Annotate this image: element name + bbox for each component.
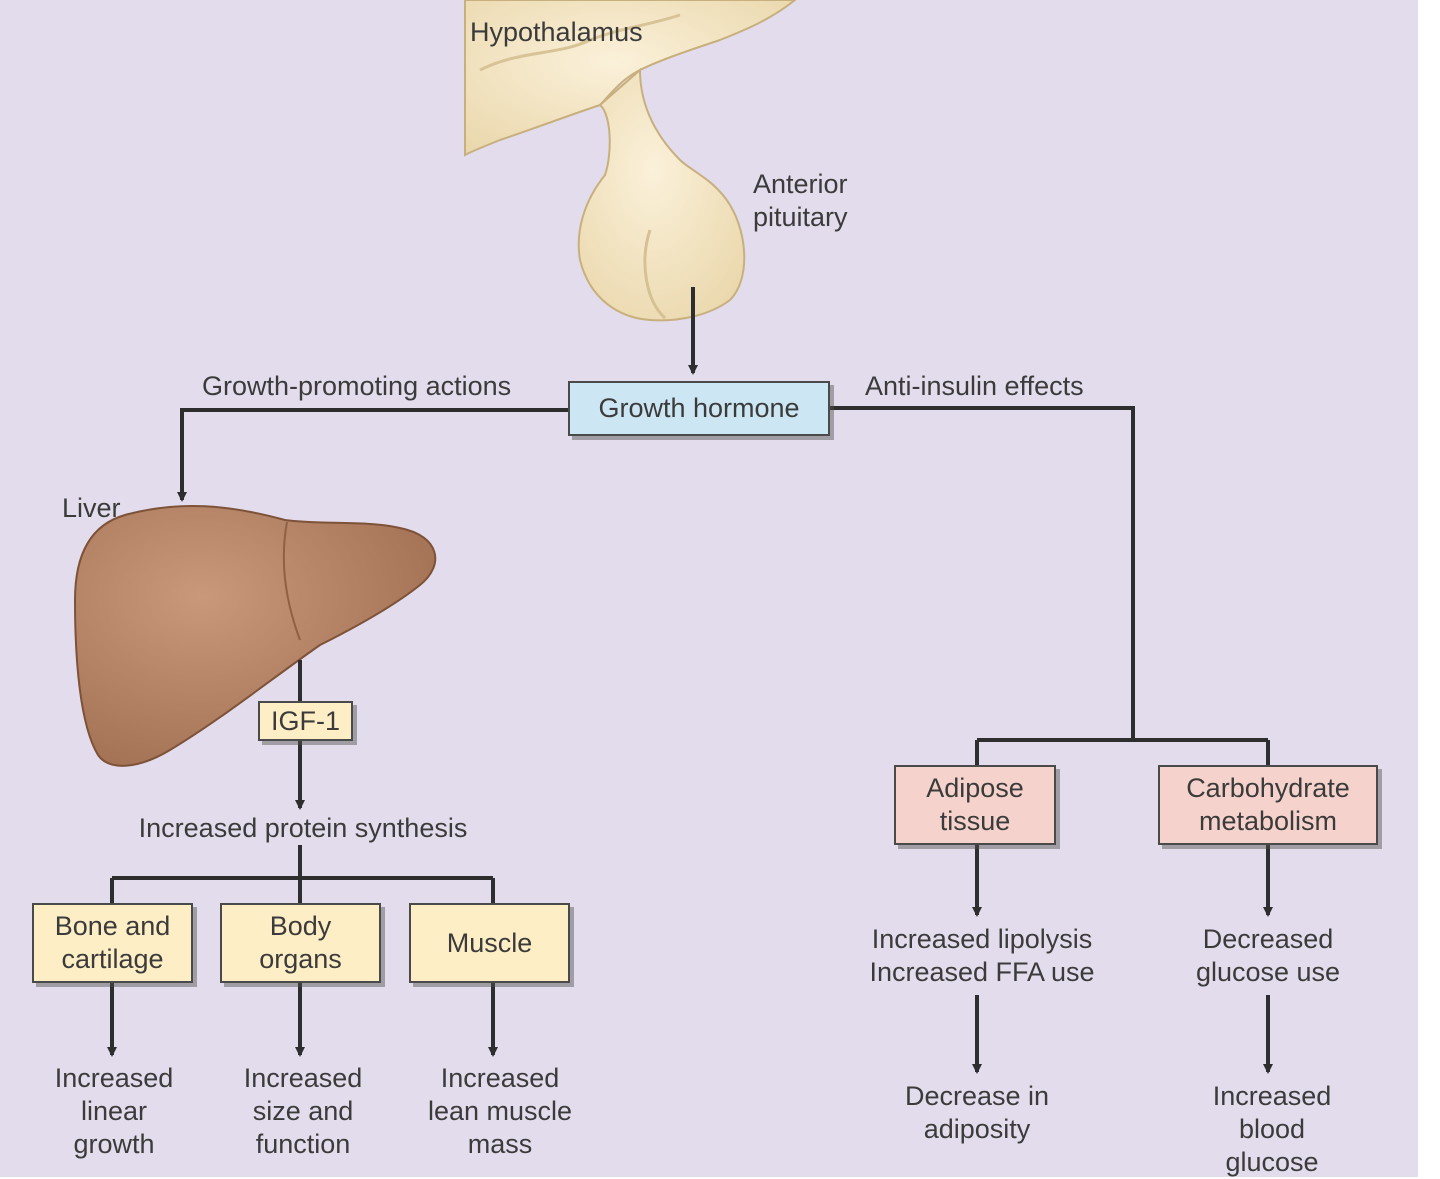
hypothalamus-fold [479,13,681,72]
carbohydrate-metabolism-text: Carbohydrate metabolism [1186,773,1350,836]
lipolysis-outcome: Increased lipolysis Increased FFA use [869,924,1095,987]
muscle-box: Muscle [409,903,570,983]
hypothalamus-label: Hypothalamus [470,17,643,47]
igf1-text: IGF-1 [270,705,340,736]
protein-synthesis-label: Increased protein synthesis [138,813,468,843]
growth-promoting-label: Growth-promoting actions [202,371,512,401]
size-function-outcome: Increased size and function [243,1063,363,1159]
liver-shape [73,504,437,767]
anterior-pituitary-label: Anterior pituitary [753,169,848,232]
liver-label: Liver [62,493,121,523]
adiposity-outcome: Decrease in adiposity [904,1081,1050,1144]
hypothalamus-shape [464,0,797,157]
anterior-pituitary-shape [577,67,746,322]
bone-cartilage-box: Bone and cartilage [32,903,193,983]
muscle-text: Muscle [446,927,533,958]
blood-glucose-outcome: Increased blood glucose [1212,1081,1332,1177]
carbohydrate-metabolism-box: Carbohydrate metabolism [1158,765,1378,845]
glucose-use-outcome: Decreased glucose use [1195,924,1341,987]
liver-lobe-line [282,521,301,641]
igf1-box: IGF-1 [258,701,353,741]
growth-hormone-text: Growth hormone [598,393,800,423]
anti-insulin-label: Anti-insulin effects [865,371,1084,401]
gh-to-liver-arrow [177,408,570,502]
bone-cartilage-text: Bone and cartilage [54,911,171,974]
pituitary-cleft [643,229,667,320]
adipose-tissue-box: Adipose tissue [894,765,1056,845]
adipose-tissue-text: Adipose tissue [926,773,1024,836]
gh-to-anti-insulin-line [830,406,1135,740]
lean-mass-outcome: Increased lean muscle mass [427,1063,573,1159]
linear-growth-outcome: Increased linear growth [54,1063,174,1159]
growth-hormone-box: Growth hormone [568,381,830,436]
body-organs-box: Body organs [220,903,381,983]
body-organs-text: Body organs [259,911,342,974]
